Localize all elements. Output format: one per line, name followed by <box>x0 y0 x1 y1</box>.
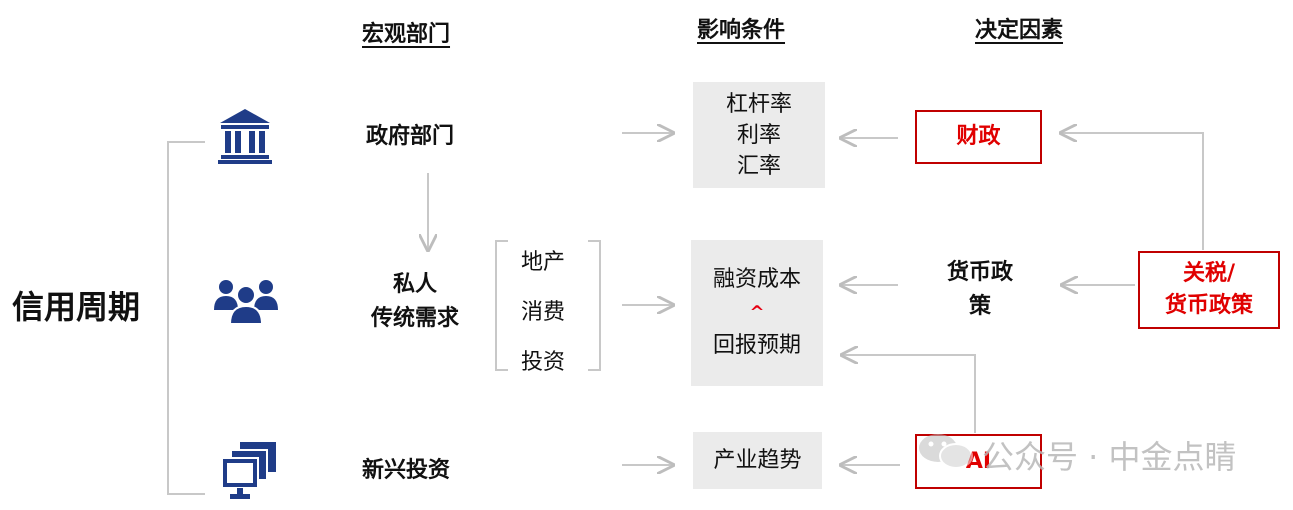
sector-private-line1: 私人 <box>392 272 437 297</box>
condition-return-expectation: 回报预期 <box>712 333 801 358</box>
condition-industry-trend: 产业趋势 <box>713 448 802 473</box>
factor-tariff-box: 关税/ 货币政策 <box>1138 251 1280 329</box>
sector-private-line2: 传统需求 <box>370 306 459 331</box>
demand-item-real-estate: 地产 <box>521 250 566 275</box>
credit-cycle-bracket <box>167 141 205 495</box>
factor-monetary-line2: 策 <box>968 294 991 319</box>
header-macro-sectors: 宏观部门 <box>362 22 451 47</box>
factor-tariff-line1: 关税/ <box>1182 261 1236 286</box>
ai-to-return-arrow <box>842 355 976 433</box>
comparison-caret-icon: ^ <box>749 302 765 323</box>
demand-item-consumption: 消费 <box>521 300 566 325</box>
header-determinants: 决定因素 <box>975 18 1064 43</box>
condition-interest-rate: 利率 <box>736 122 781 148</box>
factor-monetary-line1: 货币政 <box>946 260 1013 285</box>
sector-emerging-investment: 新兴投资 <box>362 458 451 483</box>
factor-monetary-policy: 货币政 策 <box>920 256 1040 324</box>
sector-government: 政府部门 <box>366 124 455 149</box>
demand-bracket-right <box>588 240 601 371</box>
header-influence-conditions: 影响条件 <box>697 18 786 43</box>
factor-tariff-line2: 货币政策 <box>1164 293 1253 318</box>
condition-financing-cost: 融资成本 <box>712 267 801 292</box>
condition-exchange-rate: 汇率 <box>736 153 781 179</box>
condition-leverage: 杠杆率 <box>725 91 792 117</box>
demand-item-investment: 投资 <box>521 350 566 375</box>
emerging-conditions-box: 产业趋势 <box>693 432 822 489</box>
computer-monitor-icon <box>221 442 276 499</box>
tariff-to-fiscal-arrow <box>1061 133 1204 250</box>
demand-bracket-left <box>495 240 508 371</box>
people-group-icon <box>214 280 278 325</box>
wechat-icon <box>919 434 973 469</box>
private-conditions-box: 融资成本 ^ 回报预期 <box>691 240 823 386</box>
factor-fiscal-label: 财政 <box>956 124 1001 149</box>
credit-cycle-title: 信用周期 <box>12 288 141 326</box>
watermark-text: 公众号 · 中金点睛 <box>982 438 1237 476</box>
sector-private: 私人 传统需求 <box>355 268 475 336</box>
bank-building-icon <box>218 109 272 164</box>
gov-conditions-box: 杠杆率 利率 汇率 <box>693 82 825 188</box>
factor-fiscal-box: 财政 <box>915 110 1042 164</box>
